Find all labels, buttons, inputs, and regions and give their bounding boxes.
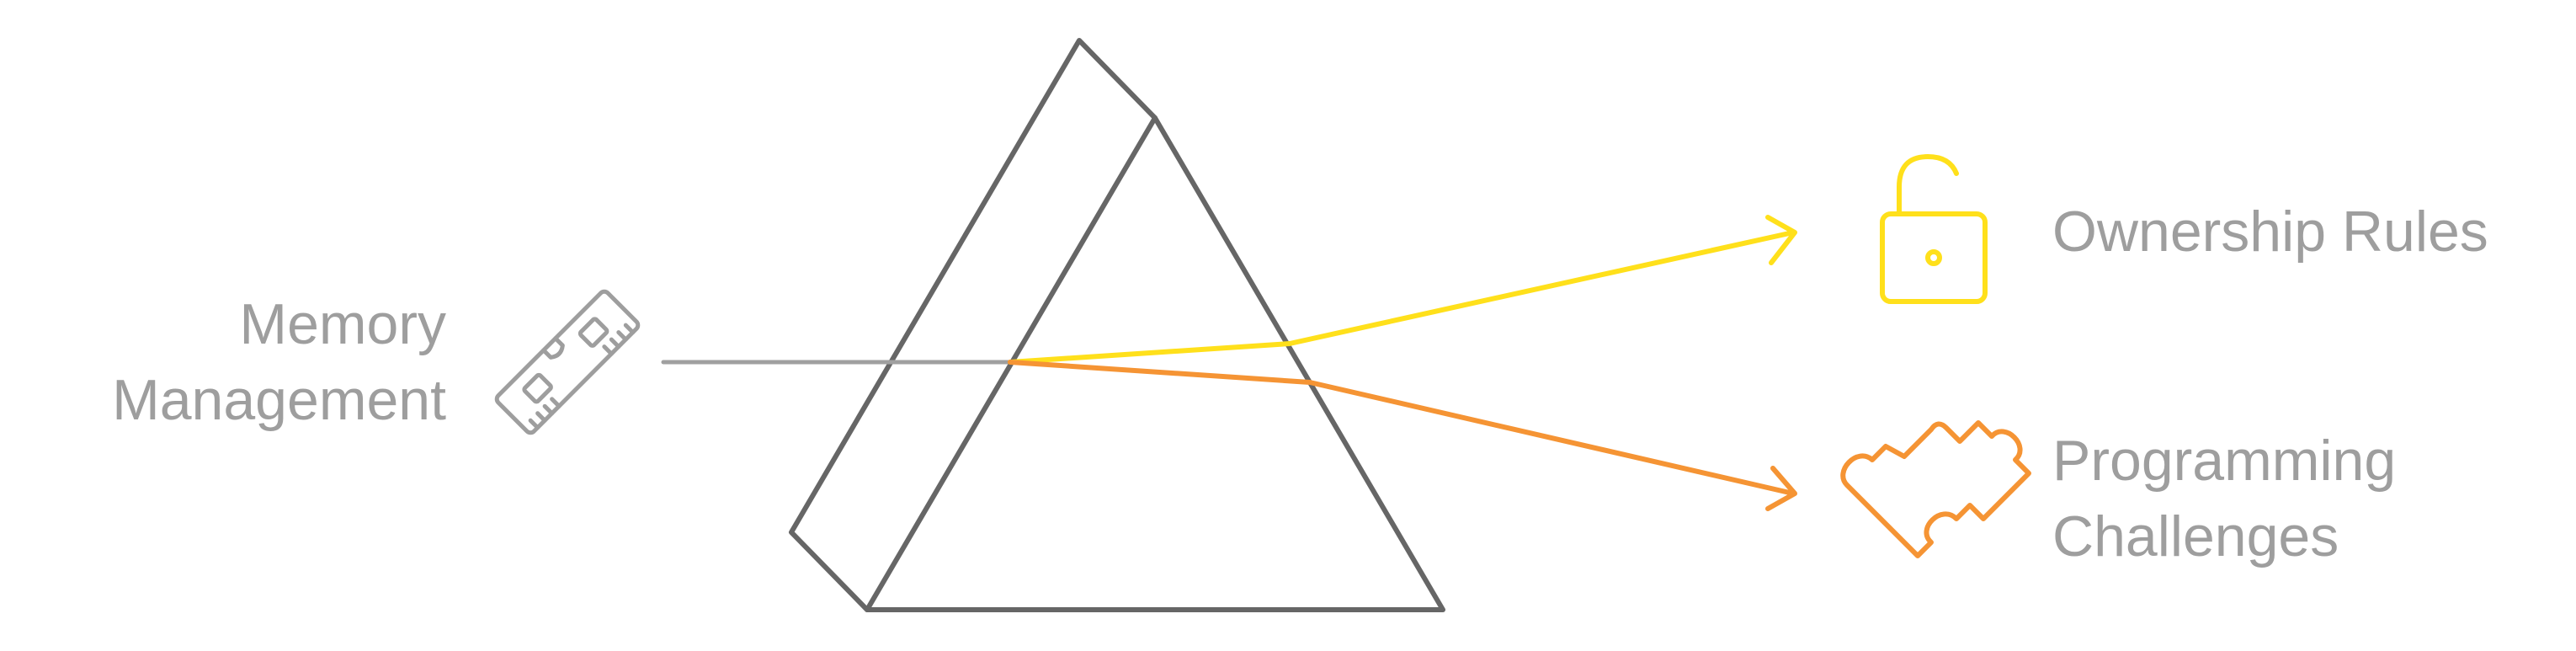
output-label-ownership-line1: Ownership Rules [2052,200,2488,264]
ownership-beam [1008,230,1796,365]
unlocked-padlock-icon [1880,154,1988,304]
output-label-programming-line2: Challenges [2052,504,2339,568]
puzzle-piece-icon [1840,420,2031,558]
programming-beam [1008,360,1796,496]
programming-beam-arrowhead [1765,466,1797,511]
input-label-line1: Memory [239,292,446,356]
output-label-programming-line1: Programming [2052,429,2397,493]
memory-module-icon [494,289,641,435]
output-label-programming: Programming Challenges [2052,423,2396,574]
input-label-line2: Management [112,368,446,432]
ownership-beam-arrowhead [1765,215,1797,265]
prism-back-edge [789,38,1158,612]
input-label: Memory Management [112,286,446,438]
prism [789,38,1445,612]
output-label-ownership: Ownership Rules [2052,194,2488,269]
